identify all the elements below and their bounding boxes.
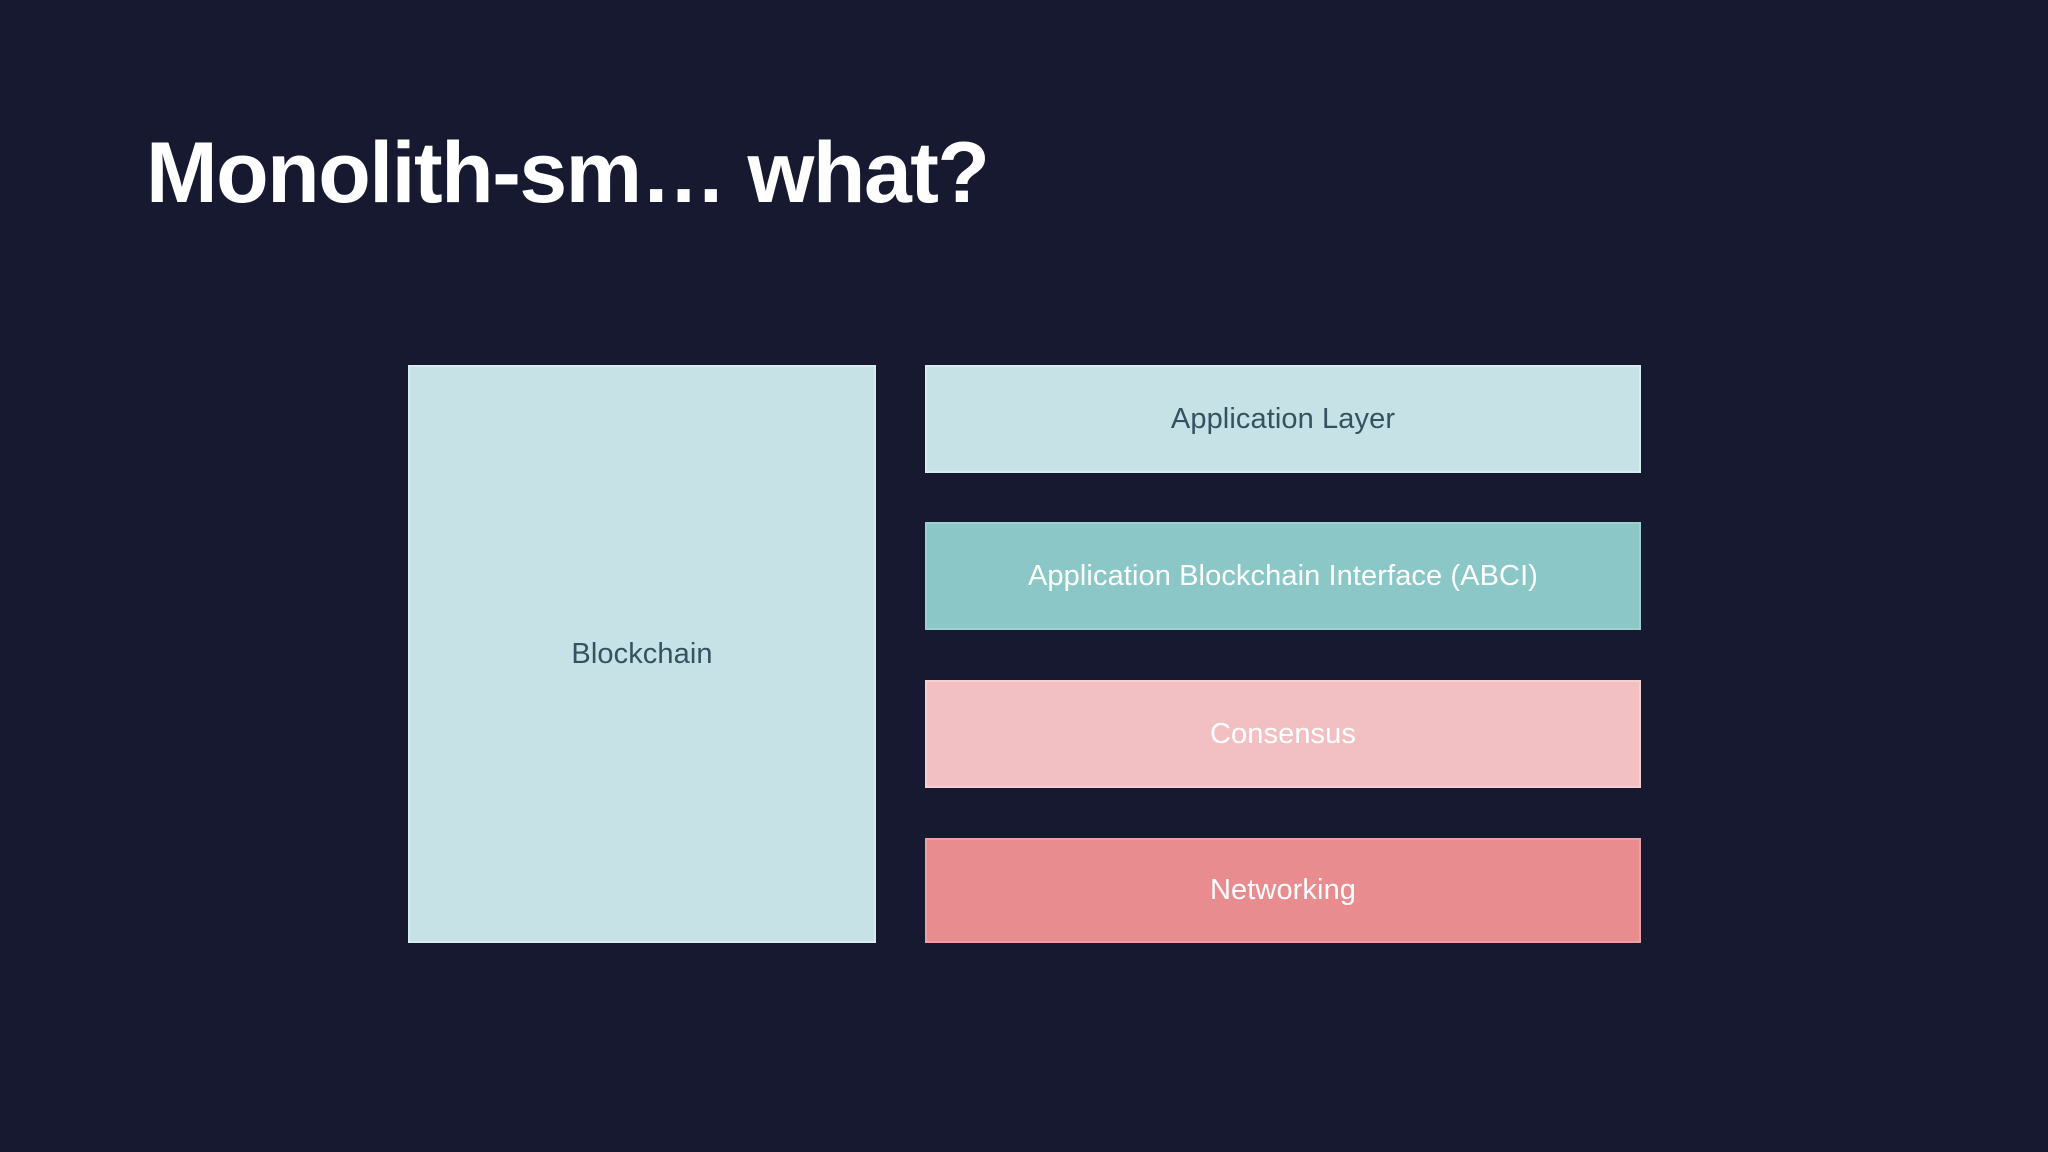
layer-box-consensus: Consensus	[925, 680, 1641, 788]
layer-box-networking: Networking	[925, 838, 1641, 943]
layer-label-abci: Application Blockchain Interface (ABCI)	[1027, 559, 1539, 592]
layer-label-networking: Networking	[1209, 874, 1357, 907]
layer-box-application-layer: Application Layer	[925, 365, 1641, 473]
layer-box-abci: Application Blockchain Interface (ABCI)	[925, 522, 1641, 630]
layer-label-application-layer: Application Layer	[1170, 402, 1396, 435]
layer-label-consensus: Consensus	[1210, 717, 1356, 750]
monolith-blockchain-box: Blockchain	[408, 365, 876, 943]
monolith-blockchain-label: Blockchain	[571, 637, 713, 670]
page-title: Monolith-sm… what?	[146, 125, 990, 221]
